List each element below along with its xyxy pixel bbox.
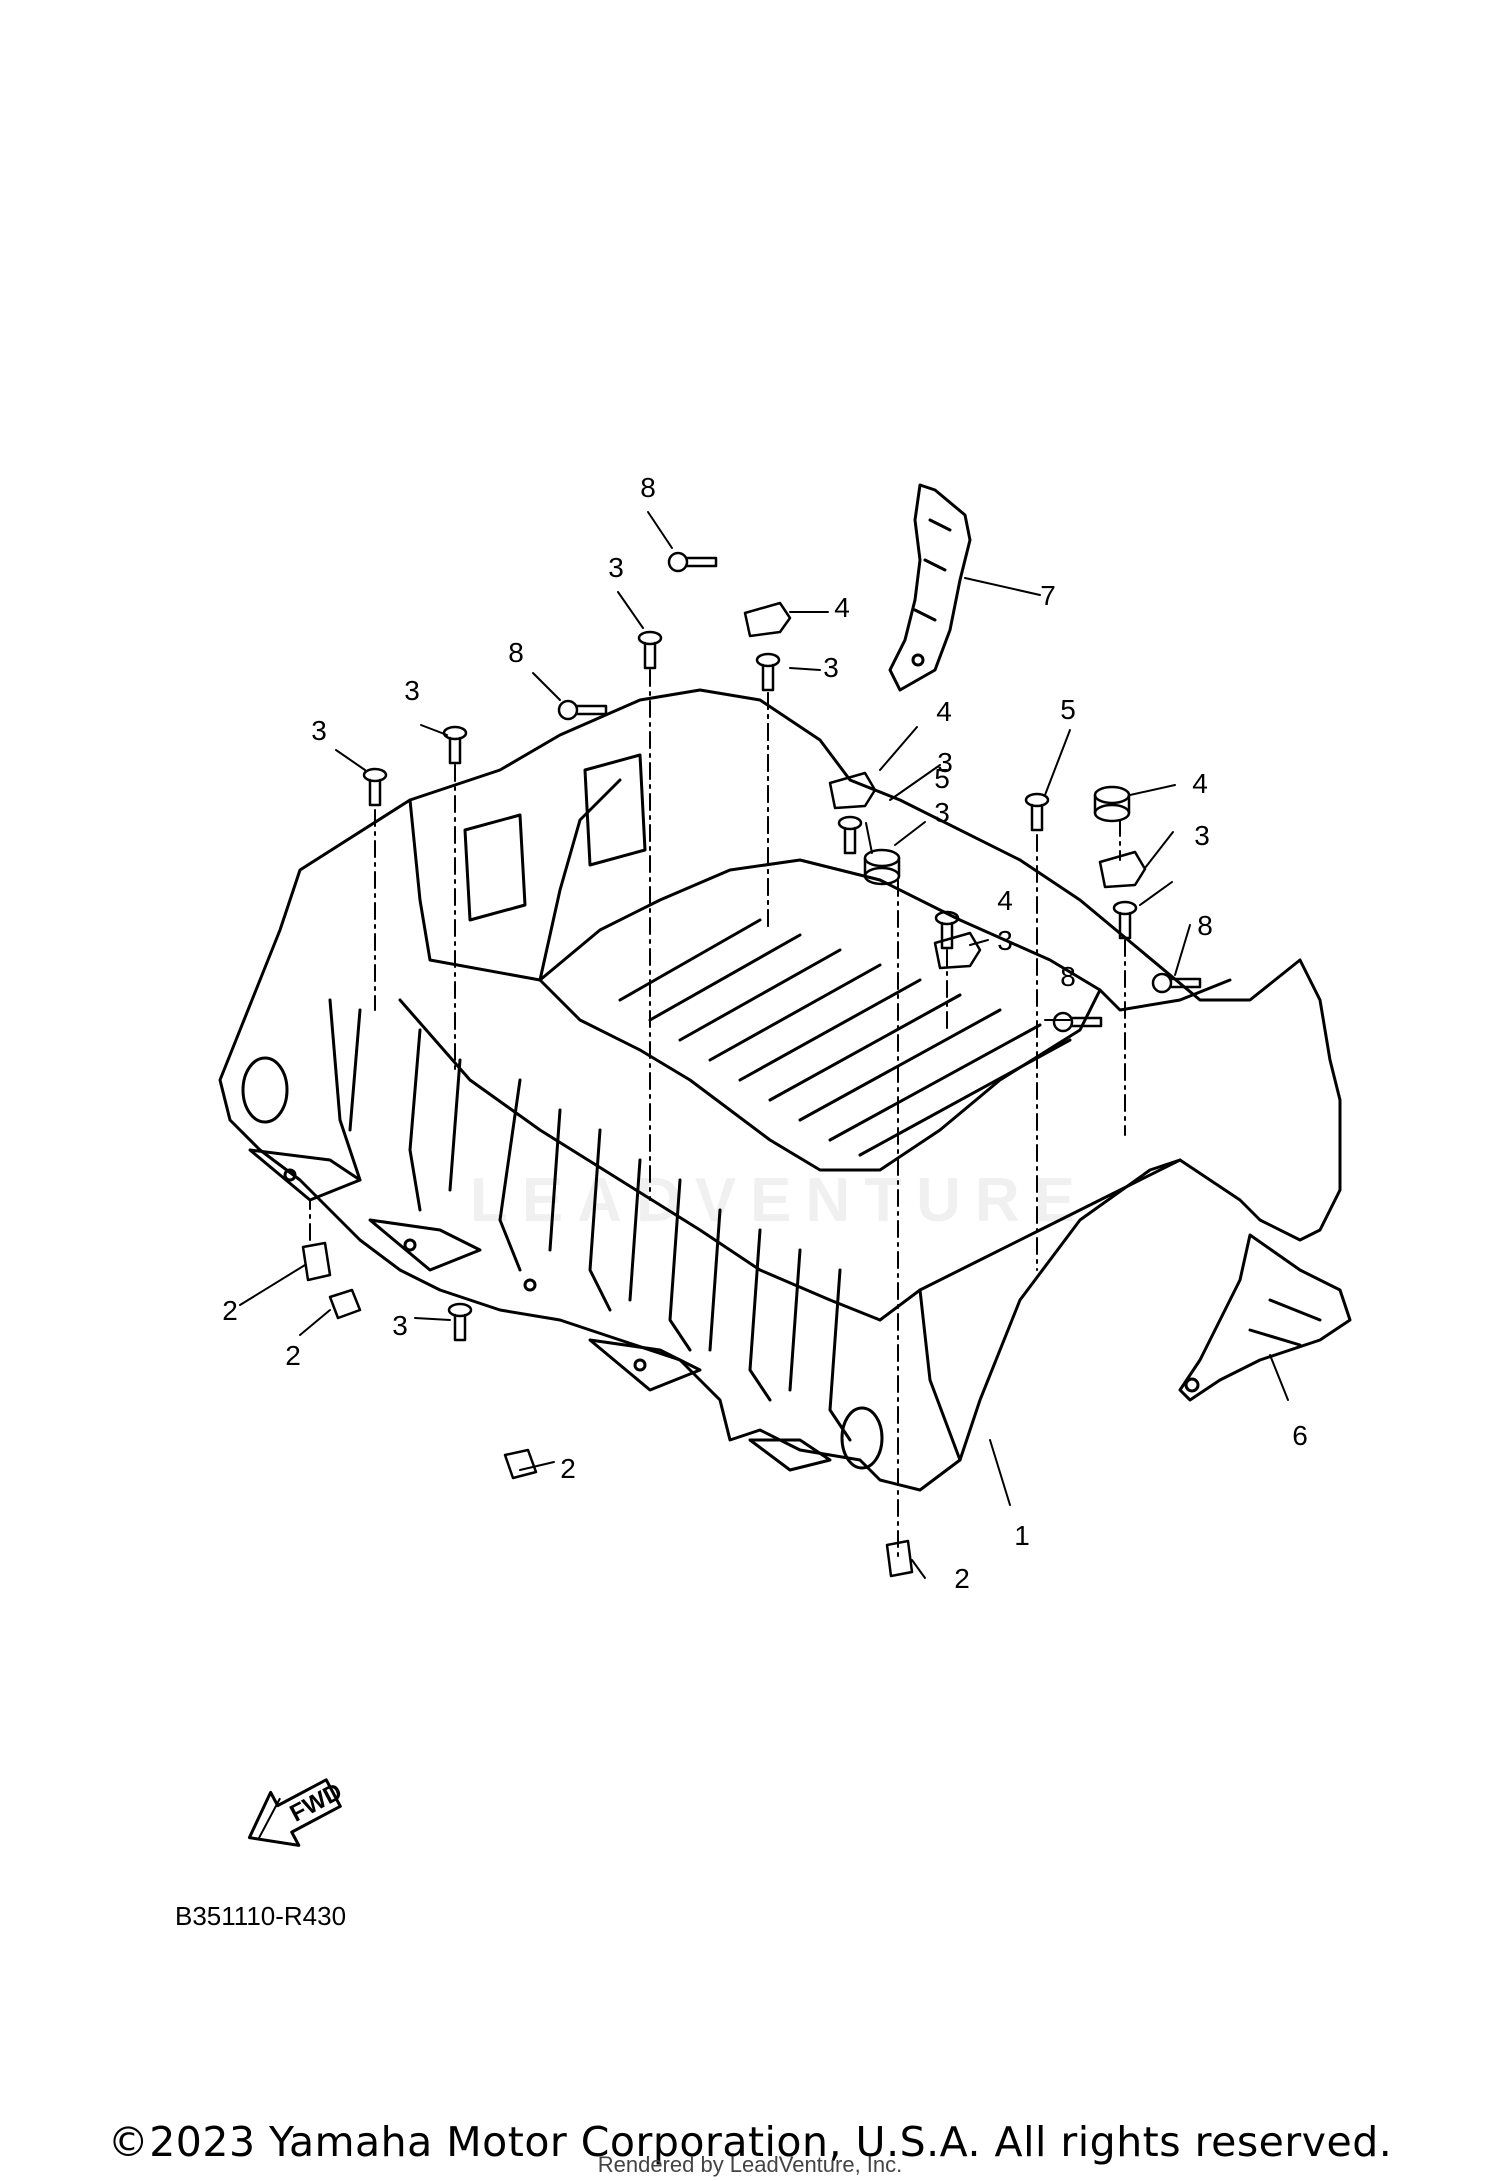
callout-3: 3 [608,552,624,583]
assembly-lines [309,669,1126,1561]
callout-3: 3 [311,715,327,746]
callout-6: 6 [1292,1420,1308,1451]
callout-4: 4 [1192,768,1208,799]
rendered-by-notice: Rendered by LeadVenture, Inc. [597,2152,903,2177]
callout-2: 2 [222,1295,238,1326]
callout-3: 3 [404,675,420,706]
callout-7: 7 [1040,580,1056,611]
callout-3: 3 [823,652,839,683]
callout-2: 2 [954,1563,970,1594]
callout-8: 8 [1060,961,1076,992]
fwd-arrow-icon: FWD [247,1778,347,1847]
callout-3: 3 [997,925,1013,956]
callout-3: 3 [392,1310,408,1341]
cargo-bed [218,688,1342,1492]
bracket-7 [888,483,972,692]
callout-8: 8 [640,472,656,503]
callout-4: 4 [997,885,1013,916]
hardware [301,551,1202,1578]
diagram-ref-code: B351110-R430 [175,1901,346,1931]
callout-5: 5 [1060,694,1076,725]
callout-1: 1 [1014,1520,1030,1551]
watermark-text: LEADVENTURE [470,1166,1090,1235]
callout-8: 8 [1197,910,1213,941]
callout-2: 2 [285,1340,301,1371]
copyright-notice: ©2023 Yamaha Motor Corporation, U.S.A. A… [107,2118,1393,2166]
callout-3: 3 [934,797,950,828]
callout-2: 2 [560,1453,576,1484]
callout-4: 4 [834,592,850,623]
callout-8: 8 [508,637,524,668]
callout-4: 4 [936,696,952,727]
bracket-6 [1178,1233,1352,1402]
leader-lines [239,511,1289,1579]
callout-5: 5 [934,763,950,794]
callout-3: 3 [937,747,953,778]
callout-3: 3 [1194,820,1210,851]
